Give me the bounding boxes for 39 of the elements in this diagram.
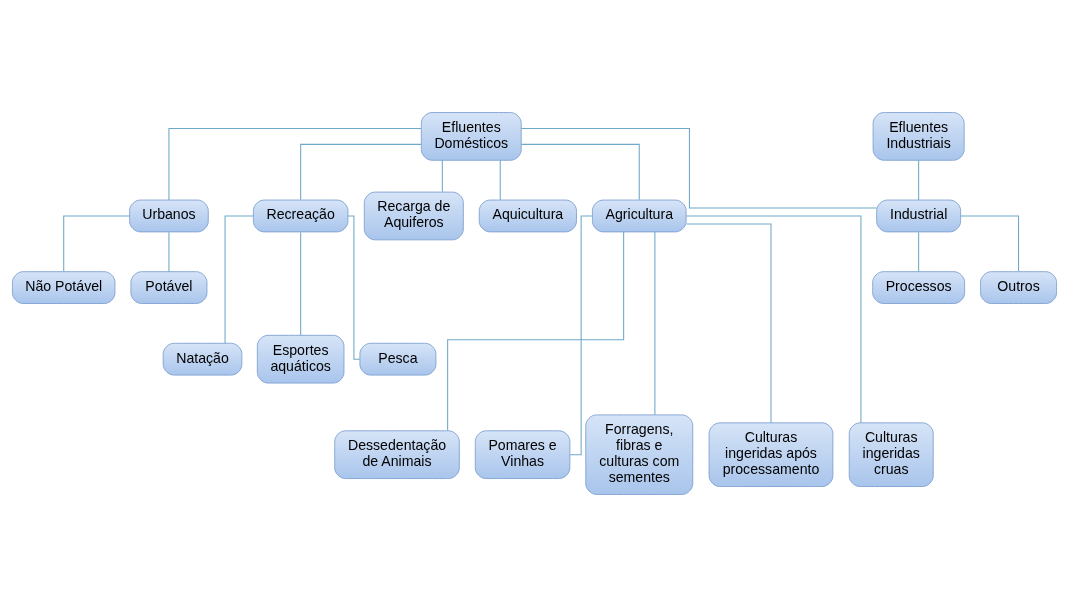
connector bbox=[918, 159, 920, 201]
connector bbox=[168, 231, 170, 273]
connector bbox=[441, 159, 443, 193]
connector bbox=[347, 215, 361, 360]
node-box: Recarga de Aquiferos bbox=[363, 191, 464, 241]
node-box: Potável bbox=[130, 271, 208, 304]
node-box: Natação bbox=[162, 342, 243, 376]
node-box: Esportes aquáticos bbox=[256, 334, 345, 384]
connector bbox=[63, 215, 130, 272]
node-box: Outros bbox=[980, 271, 1057, 304]
connector bbox=[685, 215, 862, 424]
connector bbox=[300, 143, 422, 201]
connector bbox=[224, 215, 254, 344]
connector bbox=[520, 127, 878, 209]
connector bbox=[447, 231, 625, 432]
connector bbox=[918, 231, 920, 273]
connector bbox=[654, 231, 656, 416]
node-box: Recreação bbox=[252, 199, 349, 233]
node-box: Dessedentação de Animais bbox=[334, 430, 460, 479]
node-box: Culturas ingeridas cruas bbox=[848, 422, 934, 487]
connector bbox=[960, 215, 1020, 272]
node-box: Pomares e Vinhas bbox=[474, 430, 571, 479]
node-box: Culturas ingeridas após processamento bbox=[708, 422, 834, 487]
connector bbox=[499, 159, 501, 201]
node-box: Industrial bbox=[876, 199, 962, 233]
node-box: Processos bbox=[872, 271, 966, 304]
node-box: Aquicultura bbox=[478, 199, 577, 233]
node-box: Efluentes Domésticos bbox=[420, 112, 522, 161]
connector bbox=[300, 231, 302, 336]
node-box: Pesca bbox=[359, 342, 437, 376]
connector bbox=[168, 127, 422, 201]
node-box: Forragens, fibras e culturas com sementes bbox=[585, 414, 694, 495]
node-box: Não Potável bbox=[12, 271, 116, 304]
node-box: Efluentes Industriais bbox=[872, 112, 965, 161]
node-box: Urbanos bbox=[129, 199, 209, 233]
connector bbox=[520, 143, 640, 201]
connector bbox=[569, 215, 593, 456]
connector bbox=[685, 223, 772, 424]
node-box: Agricultura bbox=[591, 199, 687, 233]
